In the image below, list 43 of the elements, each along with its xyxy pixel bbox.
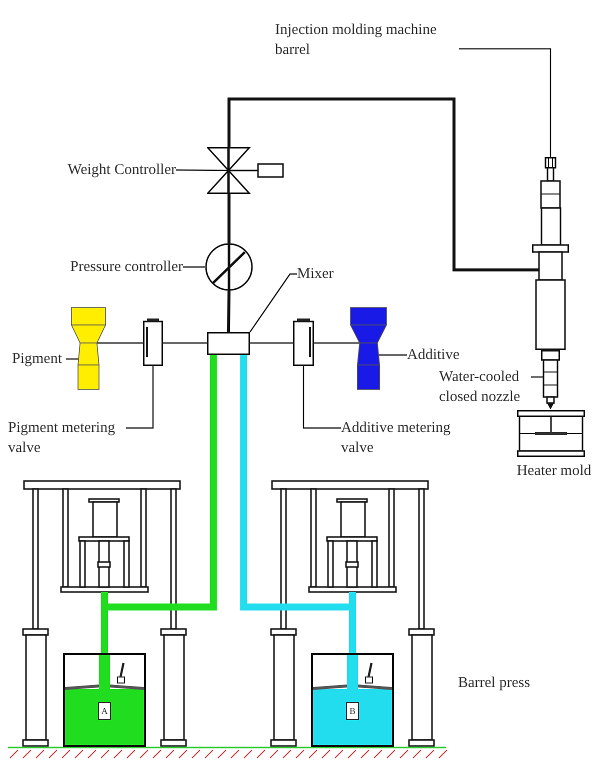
part-caption: Heater mold [516, 462, 592, 481]
mixer-block [207, 332, 250, 355]
drum [63, 653, 146, 747]
drum-label: A [98, 702, 111, 720]
pipe [228, 194, 230, 243]
hopper [71, 307, 106, 390]
pipe [163, 342, 207, 344]
pipe [101, 355, 217, 653]
pipe [314, 342, 360, 344]
drum-label: B [346, 702, 359, 720]
pipe [250, 342, 293, 344]
leader-line [531, 376, 543, 378]
leader-line [126, 366, 154, 429]
part-label: Injection molding machine barrel [275, 20, 459, 60]
part-label: Weight Controller [50, 160, 176, 180]
leader-line [176, 169, 229, 172]
part-label: Barrel press [458, 674, 532, 693]
pipe [228, 98, 539, 272]
pipe [96, 342, 143, 344]
leader-line [459, 48, 552, 157]
injection-barrel [532, 157, 569, 350]
leader-line [378, 354, 407, 356]
mold [517, 410, 585, 457]
part-label: Pigment metering valve [8, 418, 126, 458]
part-label: Water-cooled closed nozzle [439, 367, 531, 407]
part-label: Mixer [297, 264, 349, 284]
leader-line [250, 273, 297, 332]
part-label: Additive metering valve [341, 418, 463, 458]
pipe [227, 290, 230, 332]
valve-symbol [207, 147, 284, 194]
part-label: Additive [407, 345, 467, 365]
pressure-controller-symbol [205, 243, 253, 291]
leader-line [66, 358, 79, 360]
metering-valve [143, 318, 163, 366]
leader-line [302, 366, 341, 429]
part-label: Pressure controller [40, 257, 183, 277]
nozzle [541, 350, 560, 410]
hopper [350, 307, 387, 390]
leader-line [183, 266, 205, 268]
metering-valve [293, 318, 314, 366]
drum [311, 653, 394, 747]
part-label: Pigment [12, 349, 66, 369]
pipe [240, 355, 356, 653]
